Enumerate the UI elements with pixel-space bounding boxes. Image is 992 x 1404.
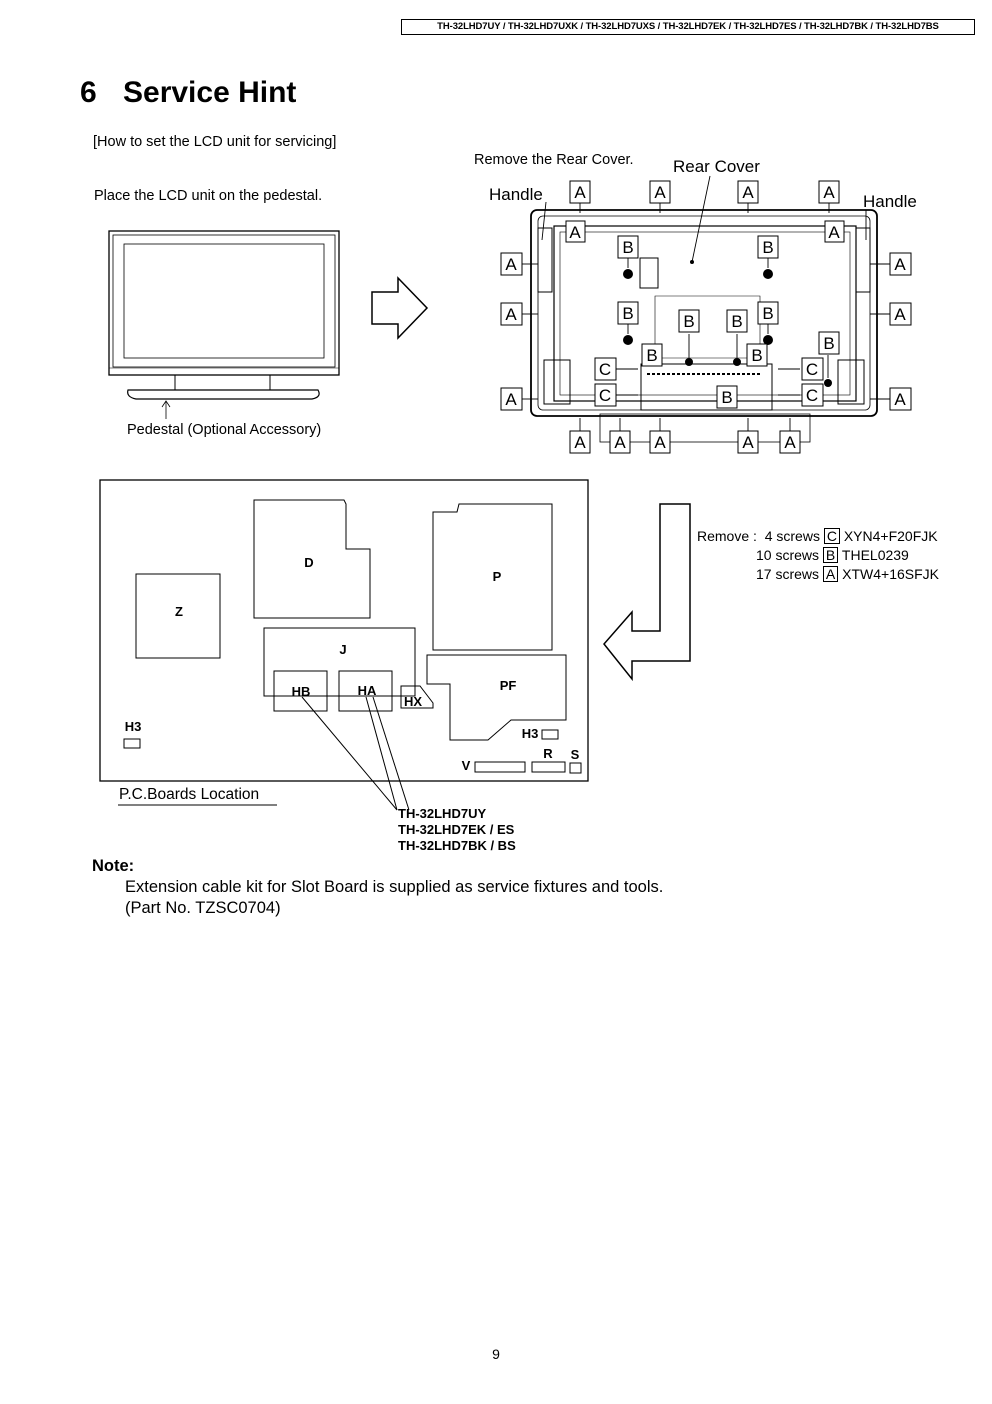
board-v-label: V xyxy=(462,758,471,773)
arrow-right-icon xyxy=(371,276,429,340)
screw-label-boxes xyxy=(500,180,912,454)
board-p-label: P xyxy=(493,569,502,584)
model-item: TH-32LHD7UY xyxy=(398,806,487,821)
model-item: TH-32LHD7EK / ES xyxy=(398,822,515,837)
label-a: A xyxy=(894,305,906,324)
header-model-list: TH-32LHD7UY / TH-32LHD7UXK / TH-32LHD7UX… xyxy=(401,19,975,35)
remove-line-c: Remove : 4 screws C XYN4+F20FJK xyxy=(697,528,938,544)
board-hb-label: HB xyxy=(292,684,311,699)
page-number: 9 xyxy=(492,1346,500,1362)
rear-cover-label: Rear Cover xyxy=(673,157,760,176)
remove-rear-instruction: Remove the Rear Cover. xyxy=(474,152,634,168)
label-b: B xyxy=(823,334,834,353)
leader-lines xyxy=(522,175,890,432)
label-b: B xyxy=(683,312,694,331)
label-c: C xyxy=(599,360,611,379)
label-b: B xyxy=(762,304,773,323)
label-a: A xyxy=(784,433,796,452)
remove-prefix: Remove : xyxy=(697,528,757,544)
label-a: A xyxy=(505,255,517,274)
board-s-label: S xyxy=(571,747,580,762)
label-b: B xyxy=(622,304,633,323)
place-instruction: Place the LCD unit on the pedestal. xyxy=(94,188,323,204)
label-a: A xyxy=(894,390,906,409)
label-b: B xyxy=(721,388,732,407)
label-c: C xyxy=(806,386,818,405)
label-b: B xyxy=(622,238,633,257)
screw-markers xyxy=(623,260,832,387)
label-a: A xyxy=(505,305,517,324)
page-title: 6 Service Hint xyxy=(80,76,296,110)
board-h3-left-label: H3 xyxy=(125,719,142,734)
label-b: B xyxy=(646,346,657,365)
pcb-labels: D P Z J HB HA HX PF H3 H3 V R S xyxy=(125,555,580,773)
label-a: A xyxy=(654,183,666,202)
pcb-location-caption: P.C.Boards Location xyxy=(119,786,260,803)
model-item: TH-32LHD7BK / BS xyxy=(398,838,516,853)
handle-label-left: Handle xyxy=(489,185,543,204)
label-a: A xyxy=(614,433,626,452)
note-line-2: (Part No. TZSC0704) xyxy=(125,899,281,917)
note-title: Note: xyxy=(92,857,135,875)
label-a: A xyxy=(823,183,835,202)
label-a: A xyxy=(505,390,517,409)
remove-line-a: 17 screws A XTW4+16SFJK xyxy=(756,566,940,582)
arrow-down-left-icon xyxy=(603,503,691,682)
screw-label-text: A A A A A A B B A A A A B B B B B B B C … xyxy=(505,183,906,452)
remove-line-b: 10 screws B THEL0239 xyxy=(756,547,909,563)
section-title: Service Hint xyxy=(123,76,297,109)
label-a: A xyxy=(894,255,906,274)
handle-label-right: Handle xyxy=(863,192,917,211)
label-a: A xyxy=(569,223,581,242)
board-j-label: J xyxy=(339,642,346,657)
how-to-heading: [How to set the LCD unit for servicing] xyxy=(93,134,337,150)
board-z-label: Z xyxy=(175,604,183,619)
board-h3-right-label: H3 xyxy=(522,726,539,741)
label-a: A xyxy=(742,433,754,452)
label-c: C xyxy=(599,386,611,405)
label-a: A xyxy=(828,223,840,242)
label-c: C xyxy=(806,360,818,379)
board-r-label: R xyxy=(543,746,553,761)
label-b: B xyxy=(762,238,773,257)
pedestal-label: Pedestal (Optional Accessory) xyxy=(127,422,322,438)
label-a: A xyxy=(574,433,586,452)
label-a: A xyxy=(742,183,754,202)
board-ha-label: HA xyxy=(358,683,377,698)
label-a: A xyxy=(654,433,666,452)
label-a: A xyxy=(574,183,586,202)
rear-view-labels: Rear Cover Handle Handle xyxy=(489,157,917,211)
label-b: B xyxy=(731,312,742,331)
board-pf-label: PF xyxy=(500,678,517,693)
lcd-rear-illustration xyxy=(530,209,878,443)
pcb-location-map xyxy=(99,479,589,811)
board-hx-label: HX xyxy=(404,694,422,709)
lcd-front-illustration xyxy=(108,230,340,419)
board-d-label: D xyxy=(304,555,313,570)
note-line-1: Extension cable kit for Slot Board is su… xyxy=(125,878,664,896)
section-number: 6 xyxy=(80,76,97,109)
label-b: B xyxy=(751,346,762,365)
